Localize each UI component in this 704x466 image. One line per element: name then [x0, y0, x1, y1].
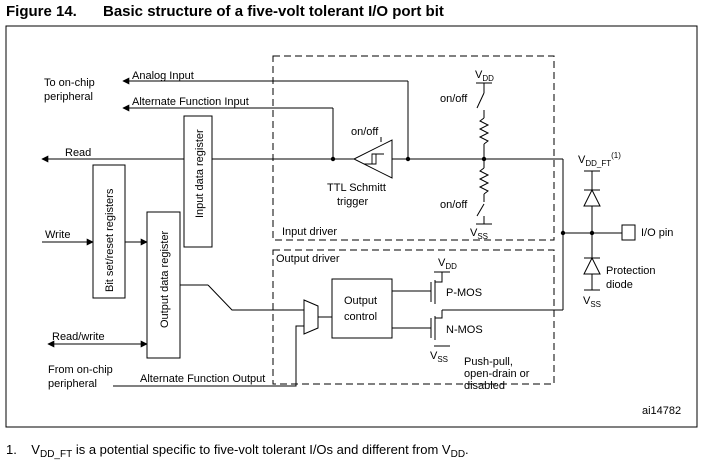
pulldown-on-off-label: on/off	[440, 199, 468, 211]
p-mos-label: P-MOS	[446, 287, 482, 299]
alt-function-input-label: Alternate Function Input	[132, 96, 249, 108]
pmos-source-drain	[435, 272, 443, 283]
vss-pulldown-label: VSS	[470, 227, 488, 241]
from-onchip-label-2: peripheral	[48, 378, 97, 390]
junction-diodes	[589, 230, 595, 236]
junction-pullup	[481, 156, 487, 162]
footnote-vdd-ft: VDD_FT	[31, 442, 73, 460]
junction-analog	[405, 156, 411, 162]
footnote: 1. VDD_FT is a potential specific to fiv…	[6, 442, 469, 460]
io-pin-label: I/O pin	[641, 227, 673, 239]
to-onchip-label-1: To on-chip	[44, 77, 95, 89]
vss-nmos-label: VSS	[430, 350, 448, 364]
odr-to-mux-line	[207, 284, 304, 311]
output-mux	[303, 299, 319, 335]
schmitt-trigger-symbol	[352, 139, 393, 179]
write-label: Write	[45, 229, 70, 241]
vdd-ft-label: VDD_FT(1)	[578, 151, 621, 168]
input-driver-box	[272, 55, 555, 241]
junction-read	[330, 156, 336, 162]
alt-function-output-label: Alternate Function Output	[140, 373, 265, 385]
figure-id: ai14782	[642, 405, 681, 417]
output-driver-label: Output driver	[276, 253, 340, 265]
to-onchip-label-2: peripheral	[44, 91, 93, 103]
pullup-switch	[476, 92, 485, 109]
bit-set-reset-label: Bit set/reset registers	[104, 188, 116, 292]
figure-frame	[5, 25, 698, 428]
input-driver-label: Input driver	[282, 226, 337, 238]
vss-diode-label: VSS	[583, 295, 601, 309]
footnote-vdd: VDD	[441, 442, 466, 460]
read-label: Read	[65, 147, 91, 159]
pullup-resistor	[478, 117, 490, 145]
pullup-on-off-label: on/off	[440, 93, 468, 105]
output-control-label-2: control	[344, 311, 377, 323]
hysteresis-icon	[364, 153, 384, 165]
figure-title: Figure 14. Basic structure of a five-volt…	[6, 3, 444, 20]
footnote-text: is a potential specific to five-volt tol…	[72, 442, 442, 457]
output-driver-box	[272, 249, 555, 385]
pulldown-switch	[476, 203, 485, 217]
pulldown-resistor	[478, 167, 490, 195]
read-write-label: Read/write	[52, 331, 105, 343]
lower-protection-diode	[583, 256, 601, 275]
output-control-block	[331, 278, 393, 339]
push-pull-label-2: open-drain or	[464, 368, 530, 380]
output-control-label-1: Output	[344, 295, 377, 307]
ttl-schmitt-label-1: TTL Schmitt	[327, 182, 386, 194]
analog-input-label: Analog Input	[132, 70, 194, 82]
output-data-register-label: Output data register	[159, 230, 171, 328]
push-pull-label-1: Push-pull,	[464, 356, 513, 368]
ttl-schmitt-label-2: trigger	[337, 196, 369, 208]
nmos-source-drain	[435, 310, 443, 319]
protection-diode-label-1: Protection	[606, 265, 656, 277]
figure-number: Figure 14.	[6, 3, 77, 20]
push-pull-label-3: disabled	[464, 380, 505, 392]
n-mos-label: N-MOS	[446, 324, 483, 336]
schmitt-on-off-label: on/off	[351, 126, 379, 138]
footnote-end: .	[465, 442, 469, 457]
io-pin-symbol	[621, 224, 636, 241]
vdd-pmos-label: VDD	[438, 257, 457, 271]
from-onchip-label-1: From on-chip	[48, 364, 113, 376]
figure-title-text: Basic structure of a five-volt tolerant …	[103, 3, 444, 20]
vdd-pullup-label: VDD	[475, 69, 494, 83]
input-data-register	[183, 115, 213, 248]
protection-diode-label-2: diode	[606, 279, 633, 291]
input-data-register-label: Input data register	[194, 129, 206, 218]
bit-set-reset-register	[92, 164, 126, 299]
upper-protection-diode	[583, 188, 601, 207]
alt-function-output-line	[113, 325, 304, 387]
footnote-number: 1.	[6, 442, 17, 457]
